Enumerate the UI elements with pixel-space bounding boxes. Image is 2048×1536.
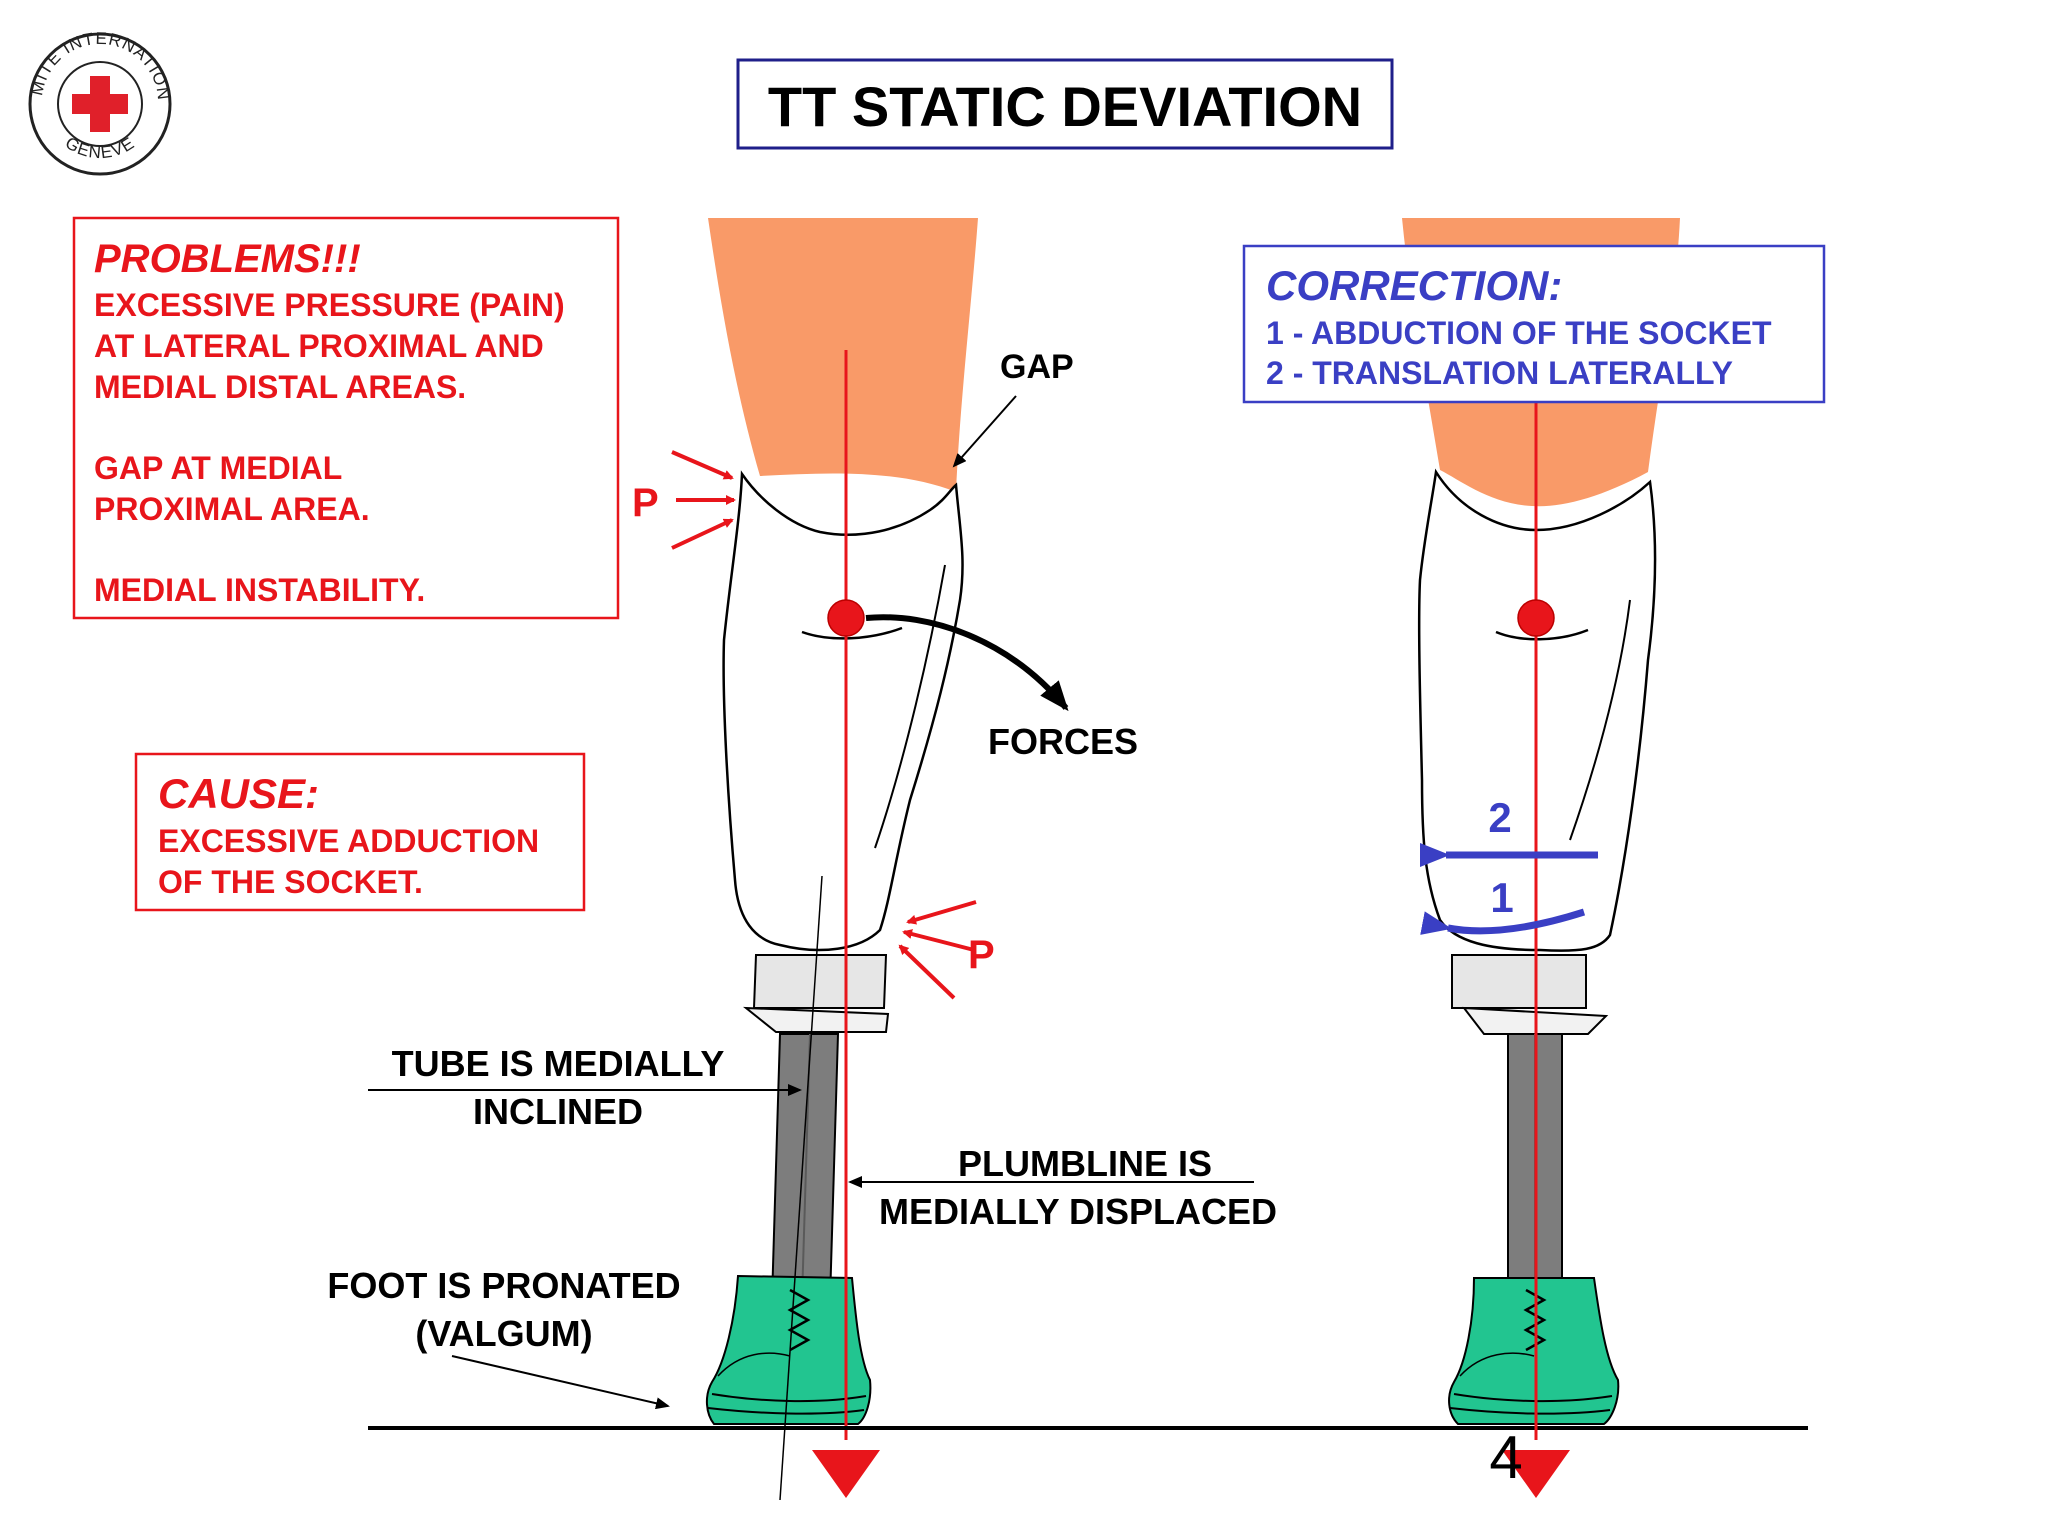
problems-line: AT LATERAL PROXIMAL AND (94, 328, 544, 364)
title-box (736, 58, 1394, 150)
left-adapter (752, 954, 888, 1009)
foot-label-line2: (VALGUM) (415, 1313, 592, 1354)
cause-line: EXCESSIVE ADDUCTION (158, 823, 539, 859)
correction-line: 1 - ABDUCTION OF THE SOCKET (1266, 315, 1772, 351)
step-2-label: 2 (1488, 794, 1511, 841)
red-cross-icon (72, 76, 128, 132)
correction-line: 2 - TRANSLATION LATERALLY (1266, 355, 1733, 391)
right-shoe (1448, 1277, 1620, 1425)
left-leg-figure (706, 218, 1069, 1501)
foot-label-line1: FOOT IS PRONATED (327, 1265, 680, 1306)
tube-label-line1: TUBE IS MEDIALLY (392, 1043, 725, 1084)
left-socket (722, 470, 964, 952)
plumb-label-line1: PLUMBLINE IS (958, 1143, 1212, 1184)
page-number: 4 (1489, 1424, 1522, 1491)
pressure-label-distal: P (968, 933, 995, 977)
right-adapter (1451, 954, 1587, 1009)
correction-heading: CORRECTION: (1266, 262, 1562, 309)
step-1-label: 1 (1490, 874, 1513, 921)
icrc-logo: COMITE INTERNATIONAL GENEVE (0, 0, 172, 176)
problems-line: GAP AT MEDIAL (94, 450, 342, 486)
right-leg-figure (1402, 218, 1680, 1498)
problems-line: MEDIAL DISTAL AREAS. (94, 369, 466, 405)
cause-box (134, 752, 586, 912)
left-plumb-arrowhead (812, 1450, 880, 1498)
forces-arrow (865, 614, 1069, 712)
problems-line: EXCESSIVE PRESSURE (PAIN) (94, 287, 565, 323)
problems-line: MEDIAL INSTABILITY. (94, 572, 425, 608)
pressure-label-proximal: P (632, 481, 659, 525)
left-shoe (706, 1274, 872, 1425)
problems-box (72, 216, 620, 620)
forces-label: FORCES (988, 721, 1138, 762)
problems-line: PROXIMAL AREA. (94, 491, 370, 527)
left-thigh (708, 218, 978, 492)
abduction-arrow (1420, 908, 1586, 935)
pressure-arrows-proximal (671, 450, 736, 550)
cause-heading: CAUSE: (158, 770, 319, 817)
problems-heading: PROBLEMS!!! (94, 237, 361, 281)
tube-label-line2: INCLINED (473, 1091, 643, 1132)
page-title: TT STATIC DEVIATION (768, 75, 1362, 138)
right-plumb-arrowhead (1502, 1450, 1570, 1498)
cause-line: OF THE SOCKET. (158, 864, 423, 900)
left-pivot-dot (827, 599, 865, 637)
gap-label: GAP (1000, 348, 1074, 386)
right-pivot-dot (1517, 599, 1555, 637)
correction-box (1242, 244, 1826, 404)
pressure-arrows-distal (898, 900, 977, 1000)
plumb-label-line2: MEDIALLY DISPLACED (879, 1191, 1277, 1232)
